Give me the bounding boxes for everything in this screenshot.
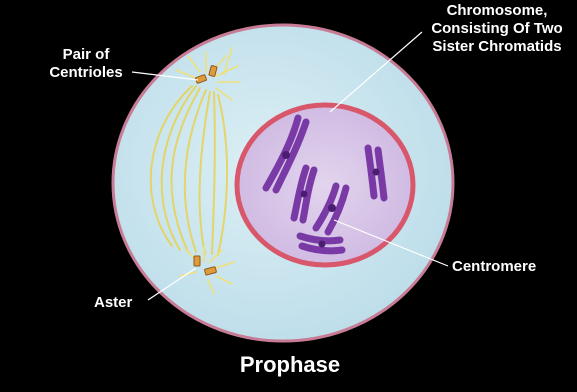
label-centromere: Centromere: [452, 258, 536, 276]
label-aster: Aster: [94, 294, 132, 312]
label-centrioles: Pair of Centrioles: [38, 46, 134, 82]
label-chromosome: Chromosome, Consisting Of Two Sister Chr…: [422, 2, 572, 56]
diagram-title: Prophase: [220, 352, 360, 378]
